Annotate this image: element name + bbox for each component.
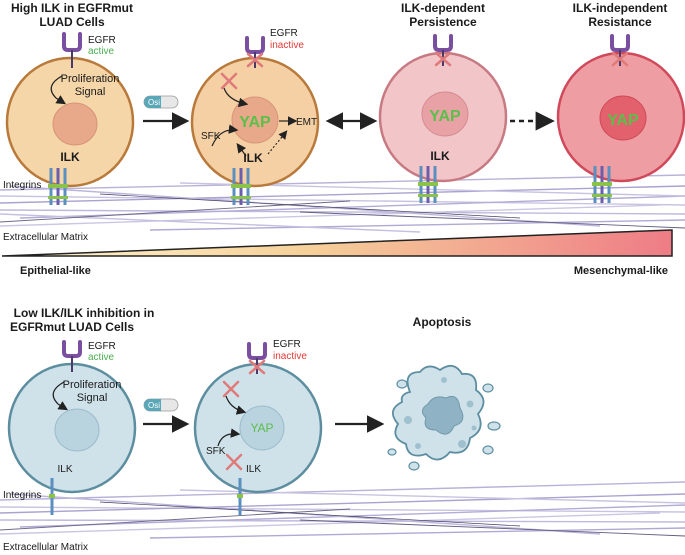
emt-gradient-wedge [1, 229, 673, 257]
cell-low-ilk-active: EGFR active Proliferation Signal ILK [7, 340, 137, 515]
inhibition-x-icon [220, 72, 238, 90]
cell-nucleus [599, 95, 647, 141]
ecm-fibers-bottom [0, 481, 685, 539]
signal-arrow [225, 395, 247, 415]
apoptosis-title: Apoptosis [413, 315, 472, 329]
bottom-panel: Low ILK/ILK inhibition in EGFRmut LUAD C… [0, 306, 685, 553]
osi-pill-icon [143, 398, 179, 412]
proliferation-label-1: Proliferation [61, 73, 120, 85]
egfr-receptor-icon [62, 32, 82, 68]
yap-label: YAP [429, 108, 461, 125]
proliferation-label-1: Proliferation [63, 379, 122, 391]
cell-nucleus [52, 102, 98, 146]
egfr-label: EGFR [270, 28, 298, 39]
proliferation-label-2: Signal [75, 86, 106, 98]
cell-persistence: YAP ILK [378, 34, 508, 203]
ecm-label: Extracellular Matrix [3, 542, 88, 553]
persistence-title-line2: Persistence [409, 15, 477, 29]
egfr-active-label: active [88, 46, 115, 57]
integrins-icon [231, 168, 251, 205]
inhibition-x-icon [434, 51, 452, 67]
integrins-label: Integrins [3, 490, 41, 501]
inhibition-x-icon [225, 453, 243, 471]
ilk-label: ILK [430, 149, 450, 163]
epithelial-label: Epithelial-like [20, 265, 91, 277]
inhibition-x-icon [248, 359, 266, 375]
cell-low-ilk-inactive: YAP SFK ILK [193, 342, 323, 515]
ecm-label: Extracellular Matrix [3, 232, 88, 243]
ilk-label: ILK [246, 464, 261, 475]
mesenchymal-label: Mesenchymal-like [574, 265, 668, 277]
cell-nucleus [54, 408, 100, 452]
signal-arrow [50, 75, 67, 105]
sfk-label: SFK [206, 446, 226, 457]
egfr-receptor-icon [62, 340, 82, 372]
ilk-label: ILK [243, 151, 263, 165]
sfk-arrow [211, 124, 239, 147]
top-title-line2: LUAD Cells [39, 15, 105, 29]
egfr-label: EGFR [88, 35, 116, 46]
cell-yap-inactive: YAP EMT SFK ILK [190, 36, 320, 205]
yap-label: YAP [239, 114, 271, 131]
egfr-inactive-label: inactive [270, 40, 304, 51]
cell-nucleus [231, 96, 279, 144]
integrins-icon [592, 166, 612, 203]
cell-nucleus [239, 405, 285, 451]
cell-resistance: YAP [556, 34, 685, 203]
yap-label: YAP [607, 112, 639, 129]
inhibition-x-icon [222, 380, 240, 398]
cell-nucleus [421, 91, 469, 137]
integrins-icon [49, 478, 55, 515]
cell-epithelial-active: EGFR active Proliferation Signal ILK [5, 32, 135, 205]
resistance-title-line1: ILK-independent [573, 1, 668, 15]
ilk-sfk-arrow [236, 143, 247, 157]
egfr-label: EGFR [88, 341, 116, 352]
proliferation-label-2: Signal [77, 392, 108, 404]
sfk-arrow [217, 428, 241, 447]
inhibition-x-icon [246, 52, 264, 68]
apoptotic-cell-icon [387, 364, 501, 471]
osi-label: Osi [148, 401, 160, 410]
integrins-icon [418, 166, 438, 203]
yap-label: YAP [250, 421, 273, 435]
signal-arrow [223, 87, 249, 108]
inhibition-x-icon [611, 51, 629, 67]
top-panel: High ILK in EGFRmut LUAD Cells EGFR acti… [0, 1, 685, 277]
resistance-title-line2: Resistance [588, 15, 652, 29]
ecm-fibers-top [0, 174, 685, 233]
osi-pill-icon [143, 95, 179, 109]
egfr-label: EGFR [273, 339, 301, 350]
ilk-emt-arrow [267, 130, 288, 155]
signal-arrow [52, 381, 69, 411]
sfk-label: SFK [201, 131, 221, 142]
ilk-label: ILK [57, 464, 72, 475]
ilk-label: ILK [60, 150, 80, 164]
integrins-icon [237, 478, 243, 515]
bottom-title-line2: EGFRmut LUAD Cells [10, 320, 134, 334]
integrins-icon [48, 168, 68, 205]
emt-label: EMT [296, 117, 317, 128]
bottom-title-line1: Low ILK/ILK inhibition in [14, 306, 155, 320]
top-title-line1: High ILK in EGFRmut [11, 1, 133, 15]
osi-label: Osi [148, 98, 160, 107]
egfr-inactive-label: inactive [273, 351, 307, 362]
integrins-label: Integrins [3, 180, 41, 191]
egfr-active-label: active [88, 352, 115, 363]
persistence-title-line1: ILK-dependent [401, 1, 485, 15]
